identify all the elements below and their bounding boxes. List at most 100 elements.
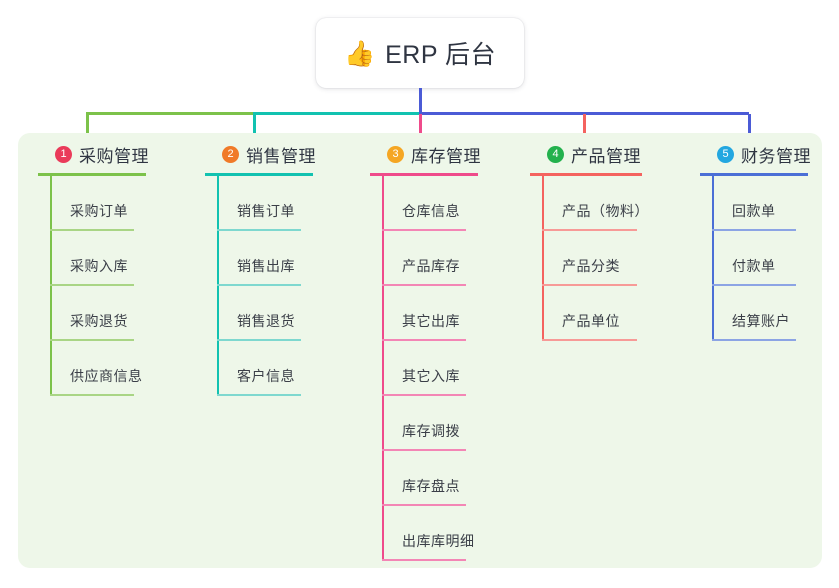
drop-finance: [748, 114, 751, 142]
column-product: 4 产品管理产品（物料） 产品分类产品单位: [530, 142, 649, 341]
item-customer-info-rule: [217, 394, 301, 396]
column-sales-spine: [217, 176, 219, 396]
item-supplier-info-label: 供应商信息: [70, 368, 143, 384]
item-other-inbound[interactable]: 其它入库: [370, 341, 481, 396]
root-title: ERP 后台: [385, 41, 497, 69]
item-outbound-detail-rule: [382, 559, 466, 561]
column-purchasing-spine: [50, 176, 52, 396]
item-sales-return-rule: [217, 339, 301, 341]
column-finance-spine: [712, 176, 714, 341]
column-purchasing-body: 采购订单采购入库采购退货供应商信息: [38, 176, 149, 396]
item-product-unit-rule: [542, 339, 637, 341]
column-inventory-body: 仓库信息产品库存其它出库其它入库库存调拨库存盘点出库库明细: [370, 176, 481, 561]
item-product-material[interactable]: 产品（物料）: [530, 176, 649, 231]
drop-purchasing: [86, 114, 89, 142]
item-stock-transfer-rule: [382, 449, 466, 451]
item-other-inbound-rule: [382, 394, 466, 396]
item-stock-count-rule: [382, 504, 466, 506]
item-payment-voucher-rule: [712, 284, 796, 286]
drop-product: [583, 114, 586, 142]
column-product-badge: 4: [547, 145, 564, 163]
item-stock-transfer[interactable]: 库存调拨: [370, 396, 481, 451]
item-settlement-account-label: 结算账户: [732, 313, 790, 329]
item-product-stock[interactable]: 产品库存: [370, 231, 481, 286]
item-purchase-return[interactable]: 采购退货: [38, 286, 149, 341]
column-sales-body: 销售订单销售出库销售退货客户信息: [205, 176, 316, 396]
column-product-header[interactable]: 4 产品管理: [530, 142, 642, 166]
item-payment-voucher-label: 付款单: [732, 258, 776, 274]
column-finance-body: 回款单付款单结算账户: [700, 176, 811, 341]
item-purchase-order-rule: [50, 229, 134, 231]
column-product-title: 产品管理: [571, 146, 641, 166]
item-stock-count[interactable]: 库存盘点: [370, 451, 481, 506]
segment-sales: [253, 112, 420, 115]
item-purchase-order-label: 采购订单: [70, 203, 128, 219]
item-sales-return-label: 销售退货: [237, 313, 295, 329]
item-warehouse-info-rule: [382, 229, 466, 231]
column-finance-title: 财务管理: [741, 146, 811, 166]
item-receipt-voucher[interactable]: 回款单: [700, 176, 811, 231]
item-other-outbound-label: 其它出库: [402, 313, 460, 329]
item-warehouse-info-label: 仓库信息: [402, 203, 460, 219]
item-purchase-return-rule: [50, 339, 134, 341]
column-inventory: 3 库存管理仓库信息产品库存其它出库其它入库库存调拨库存盘点出库库明细: [370, 142, 481, 561]
connector-stem: [418, 88, 422, 114]
column-inventory-badge: 3: [387, 145, 404, 163]
item-sales-outbound-rule: [217, 284, 301, 286]
item-supplier-info[interactable]: 供应商信息: [38, 341, 149, 396]
item-sales-outbound-label: 销售出库: [237, 258, 295, 274]
column-sales-title: 销售管理: [246, 146, 316, 166]
item-settlement-account-rule: [712, 339, 796, 341]
item-receipt-voucher-label: 回款单: [732, 203, 776, 219]
segment-purchasing: [86, 112, 254, 115]
item-payment-voucher[interactable]: 付款单: [700, 231, 811, 286]
column-inventory-header-rule: [370, 173, 478, 176]
item-stock-transfer-label: 库存调拨: [402, 423, 460, 439]
item-sales-outbound[interactable]: 销售出库: [205, 231, 316, 286]
column-product-body: 产品（物料） 产品分类产品单位: [530, 176, 649, 341]
item-product-category-label: 产品分类: [562, 258, 620, 274]
item-purchase-return-label: 采购退货: [70, 313, 128, 329]
item-purchase-inbound[interactable]: 采购入库: [38, 231, 149, 286]
item-other-outbound[interactable]: 其它出库: [370, 286, 481, 341]
column-inventory-title: 库存管理: [411, 146, 481, 166]
item-product-category[interactable]: 产品分类: [530, 231, 642, 286]
column-purchasing-title: 采购管理: [79, 146, 149, 166]
item-customer-info[interactable]: 客户信息: [205, 341, 316, 396]
item-product-unit-label: 产品单位: [562, 313, 620, 329]
item-settlement-account[interactable]: 结算账户: [700, 286, 811, 341]
item-purchase-order[interactable]: 采购订单: [38, 176, 149, 231]
item-product-stock-label: 产品库存: [402, 258, 460, 274]
item-product-unit[interactable]: 产品单位: [530, 286, 642, 341]
item-sales-order[interactable]: 销售订单: [205, 176, 316, 231]
item-product-stock-rule: [382, 284, 466, 286]
item-other-inbound-label: 其它入库: [402, 368, 460, 384]
segment-trunk: [419, 112, 749, 115]
item-warehouse-info[interactable]: 仓库信息: [370, 176, 481, 231]
item-stock-count-label: 库存盘点: [402, 478, 460, 494]
drop-sales: [253, 114, 256, 142]
item-product-material-rule: [542, 229, 637, 231]
column-inventory-spine: [382, 176, 384, 561]
root-node[interactable]: 👍 ERP 后台: [316, 18, 524, 88]
item-receipt-voucher-rule: [712, 229, 796, 231]
item-supplier-info-rule: [50, 394, 134, 396]
item-sales-return[interactable]: 销售退货: [205, 286, 316, 341]
item-other-outbound-rule: [382, 339, 466, 341]
item-outbound-detail[interactable]: 出库库明细: [370, 506, 481, 561]
column-inventory-header[interactable]: 3 库存管理: [370, 142, 481, 166]
item-purchase-inbound-rule: [50, 284, 134, 286]
column-product-spine: [542, 176, 544, 341]
item-purchase-inbound-label: 采购入库: [70, 258, 128, 274]
item-outbound-detail-label: 出库库明细: [402, 533, 475, 549]
column-purchasing-header-rule: [38, 173, 146, 176]
thumbs-up-icon: 👍: [343, 39, 376, 68]
item-customer-info-label: 客户信息: [237, 368, 295, 384]
item-product-material-label: 产品（物料）: [562, 203, 649, 219]
